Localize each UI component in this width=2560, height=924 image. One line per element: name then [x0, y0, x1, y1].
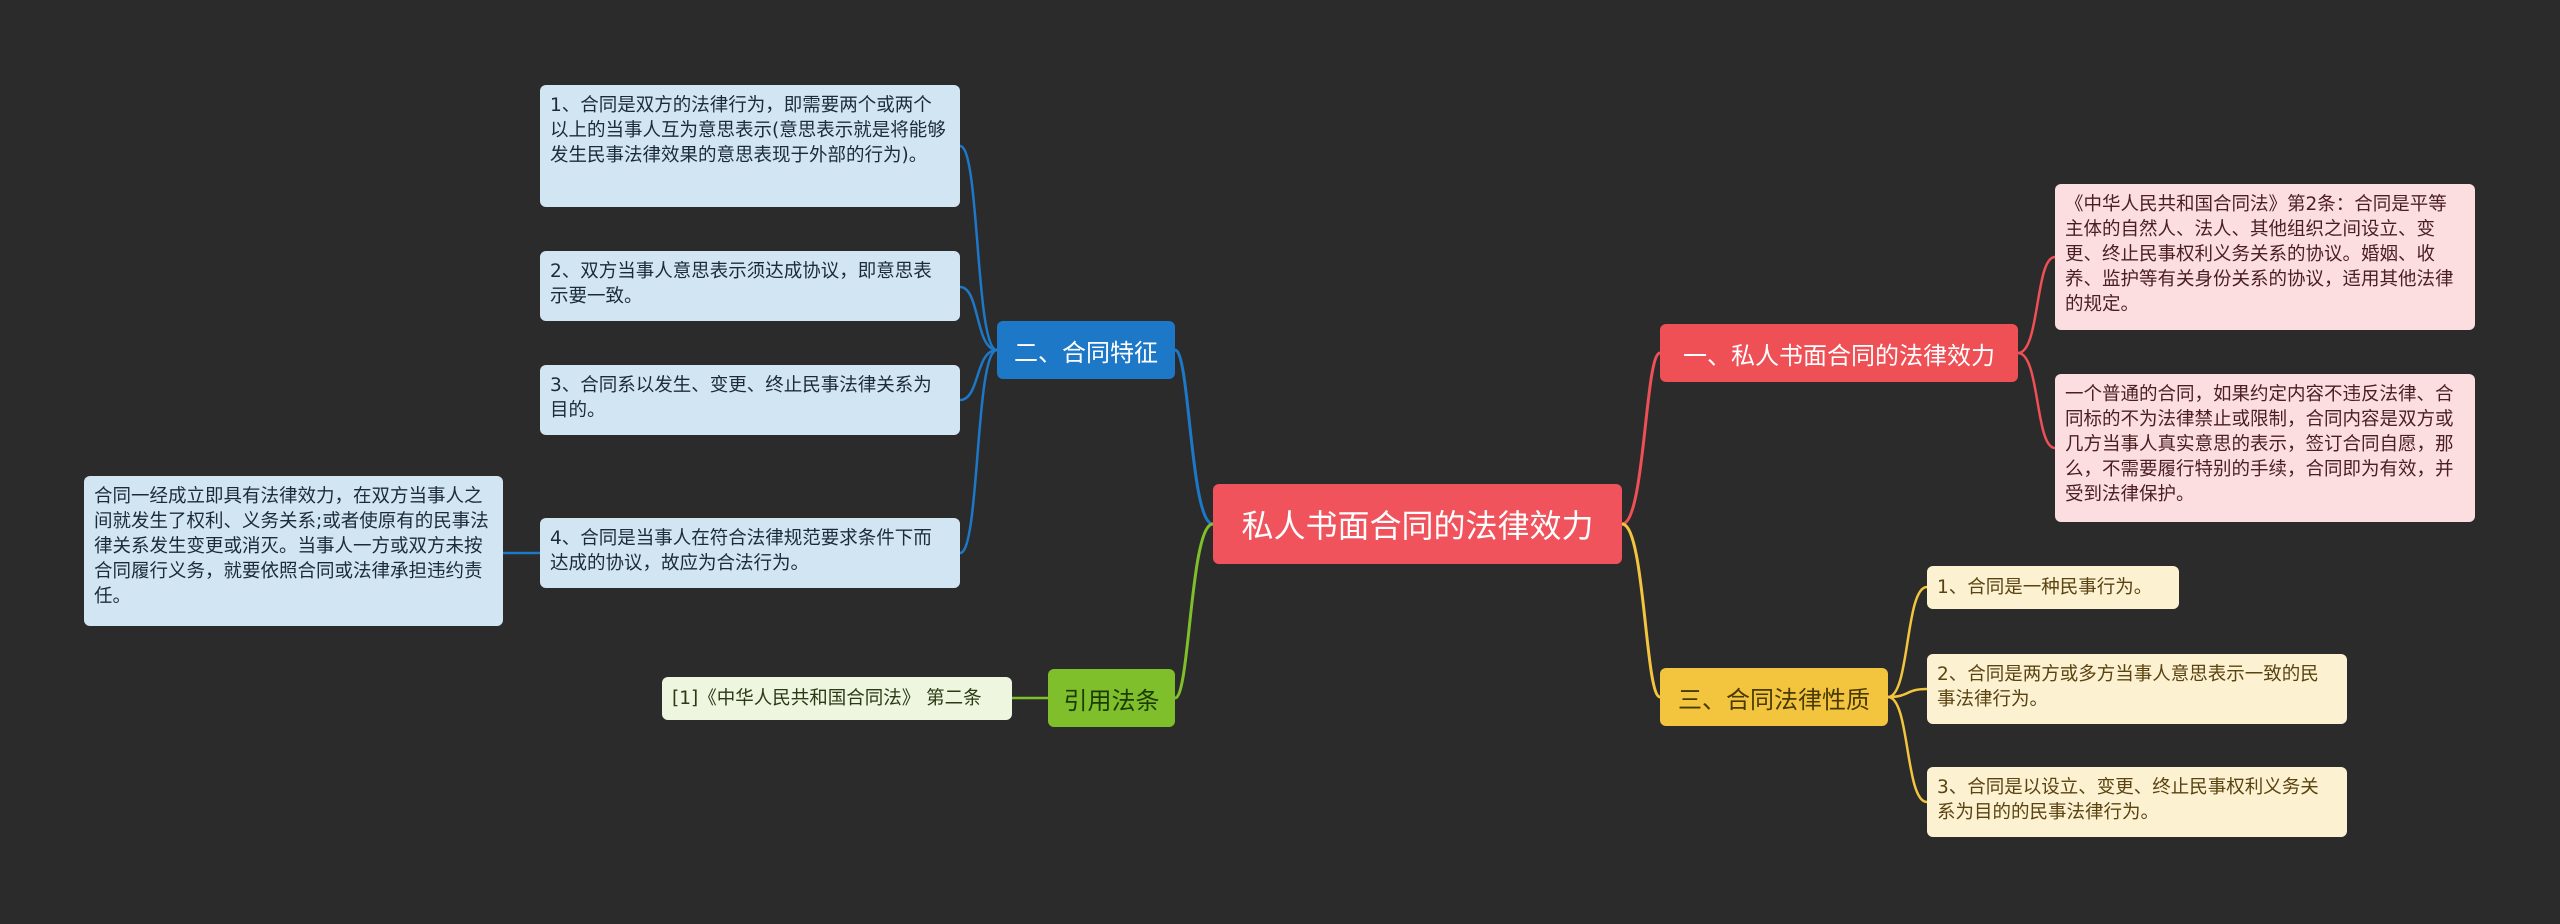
connector-feature-2 — [959, 285, 998, 352]
feature-item-3[interactable]: 3、合同系以发生、变更、终止民事法律关系为目的。 — [540, 365, 960, 435]
effect-item-1[interactable]: 《中华人民共和国合同法》第2条：合同是平等主体的自然人、法人、其他组织之间设立、… — [2055, 184, 2475, 330]
nature-item-2[interactable]: 2、合同是两方或多方当事人意思表示一致的民事法律行为。 — [1927, 654, 2347, 724]
connector-nature-3 — [1887, 695, 1928, 804]
connector-root-effect — [1621, 351, 1662, 526]
feature-item-4[interactable]: 4、合同是当事人在符合法律规范要求条件下而达成的协议，故应为合法行为。 — [540, 518, 960, 588]
feature-item-2[interactable]: 2、双方当事人意思表示须达成协议，即意思表示要一致。 — [540, 251, 960, 321]
citation-item-1[interactable]: [1]《中华人民共和国合同法》 第二条 — [662, 677, 1012, 720]
connector-root-citation — [1173, 522, 1214, 700]
branch-contract-features[interactable]: 二、合同特征 — [997, 321, 1175, 379]
connector-feature-4 — [959, 348, 998, 555]
connector-nature-1 — [1887, 585, 1928, 699]
effect-item-2[interactable]: 一个普通的合同，如果约定内容不违反法律、合同标的不为法律禁止或限制，合同内容是双… — [2055, 374, 2475, 522]
feature-item-1[interactable]: 1、合同是双方的法律行为，即需要两个或两个以上的当事人互为意思表示(意思表示就是… — [540, 85, 960, 207]
nature-item-1[interactable]: 1、合同是一种民事行为。 — [1927, 566, 2179, 609]
connector-root-nature — [1621, 522, 1662, 699]
branch-legal-nature[interactable]: 三、合同法律性质 — [1660, 668, 1888, 726]
connector-nature-2 — [1887, 687, 1928, 699]
nature-item-3[interactable]: 3、合同是以设立、变更、终止民事权利义务关系为目的的民事法律行为。 — [1927, 767, 2347, 837]
feature-item-4-sub[interactable]: 合同一经成立即具有法律效力，在双方当事人之间就发生了权利、义务关系;或者使原有的… — [84, 476, 503, 626]
connector-feature-3 — [959, 348, 998, 402]
connector-effect-1 — [2017, 255, 2056, 355]
root-node[interactable]: 私人书面合同的法律效力 — [1213, 484, 1622, 564]
branch-citation[interactable]: 引用法条 — [1048, 669, 1175, 727]
connector-feature-1 — [959, 144, 998, 352]
connector-effect-2 — [2017, 351, 2056, 450]
connector-root-features — [1173, 348, 1214, 526]
branch-legal-effect[interactable]: 一、私人书面合同的法律效力 — [1660, 324, 2018, 382]
